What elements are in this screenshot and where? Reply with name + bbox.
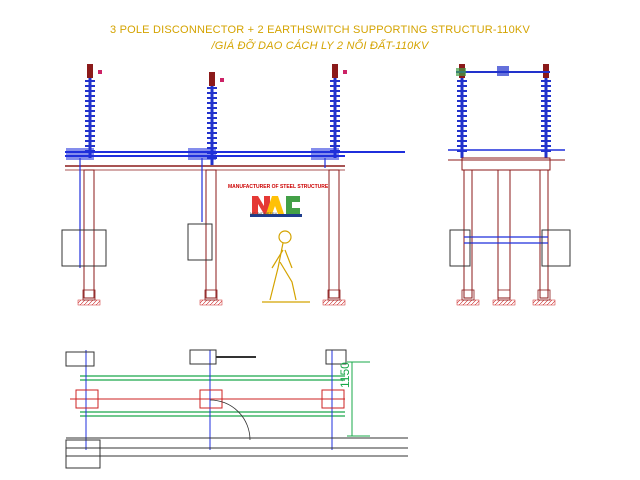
control-box-icon — [61, 223, 213, 267]
logo-subtitle: MANUFACTURER OF STEEL STRUCTURE — [228, 184, 329, 190]
logo-brand: NC INDUSTRY — [250, 211, 278, 216]
diagram-title: 3 POLE DISCONNECTOR + 2 EARTHSWITCH SUPP… — [110, 24, 530, 36]
side-elevation-view — [448, 64, 571, 306]
man-figure-icon — [262, 230, 310, 303]
company-logo — [250, 196, 302, 217]
dimension-label: 1150 — [338, 362, 352, 388]
plan-view — [65, 349, 408, 469]
front-elevation-view — [61, 64, 405, 306]
diagram-subtitle: /GIÁ ĐỠ DAO CÁCH LY 2 NỐI ĐẤT-110KV — [211, 40, 429, 52]
